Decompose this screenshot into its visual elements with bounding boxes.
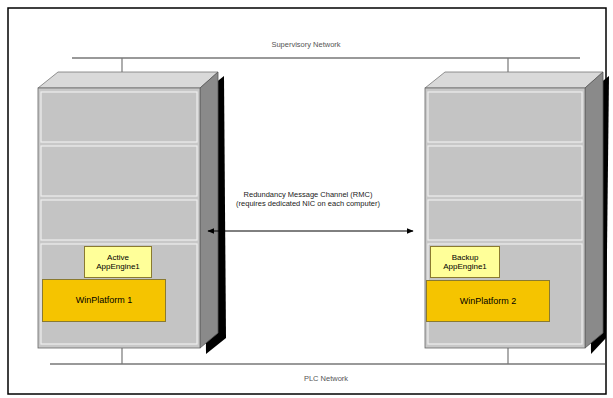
supervisory-network-line <box>72 57 580 59</box>
plc-network-line <box>50 363 605 365</box>
node-text: WinPlatform 1 <box>76 295 133 305</box>
server-cabinet <box>425 72 609 354</box>
channel-label: Redundancy Message Channel (RMC) (requir… <box>233 190 383 208</box>
node-text: Backup AppEngine1 <box>434 253 496 271</box>
appengine-box: Backup AppEngine1 <box>430 246 500 278</box>
server-cabinet <box>38 72 226 354</box>
node-text: WinPlatform 2 <box>460 296 517 306</box>
frame <box>8 8 606 394</box>
rmc-arrow <box>208 231 413 232</box>
node-text: Active AppEngine1 <box>88 253 148 271</box>
appengine-box: Active AppEngine1 <box>84 246 152 278</box>
platform-box: WinPlatform 1 <box>42 279 166 322</box>
drop-line <box>507 348 508 364</box>
network-label: PLC Network <box>266 374 386 383</box>
network-label: Supervisory Network <box>231 40 381 49</box>
platform-box: WinPlatform 2 <box>426 280 550 322</box>
drop-line <box>121 348 122 364</box>
